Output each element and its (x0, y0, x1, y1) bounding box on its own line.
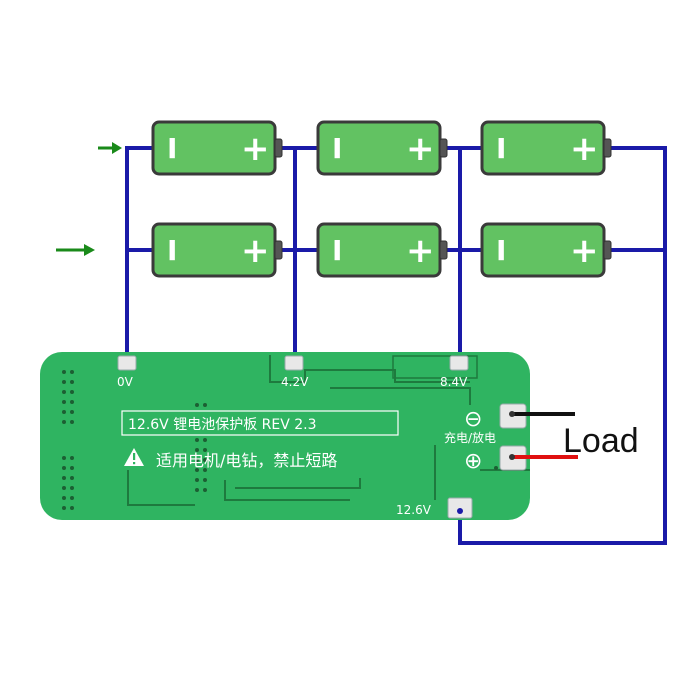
cell-negative-symbol: I (496, 132, 506, 165)
wiring (125, 146, 667, 545)
cell-positive-symbol: + (406, 231, 435, 271)
pcb-trace (330, 387, 471, 405)
board-title: 12.6V 锂电池保护板 REV 2.3 (128, 417, 317, 433)
cell-positive-symbol: + (570, 231, 599, 271)
pcb-body (40, 352, 530, 520)
cell-negative-symbol: I (167, 234, 177, 267)
battery-cell-6: I + (480, 222, 613, 278)
cell-positive-symbol: + (241, 129, 270, 169)
pad-8-4v (449, 355, 469, 371)
cell-positive-symbol: + (570, 129, 599, 169)
cell-negative-symbol: I (167, 132, 177, 165)
arrow-icon (56, 244, 95, 256)
cell-negative-symbol: I (332, 132, 342, 165)
pcb-trace (269, 355, 470, 383)
pcb-trace (224, 480, 350, 501)
title-box (121, 410, 399, 436)
battery-cell-5: I + (316, 222, 449, 278)
pad-label-8-4v: 8.4V (440, 375, 468, 389)
battery-cell-4: I + (151, 222, 284, 278)
wire-right-rail (458, 146, 667, 545)
input-arrows (56, 142, 122, 256)
minus-symbol: ⊖ (464, 407, 482, 432)
pcb-vias (62, 370, 514, 510)
pad-4-2v (284, 355, 304, 371)
load-label: Load (563, 422, 639, 460)
battery-cell-1: I + (151, 120, 284, 176)
protection-board: 0V 4.2V 8.4V 12.6V 锂电池保护板 REV 2.3 适用电机/电… (40, 352, 530, 520)
terminal-screw (509, 454, 515, 460)
pcb-trace (235, 478, 361, 489)
pad-label-4-2v: 4.2V (281, 375, 309, 389)
cell-positive-symbol: + (406, 129, 435, 169)
battery-cell-3: I + (480, 120, 613, 176)
plus-symbol: ⊕ (464, 449, 482, 474)
board-warning: 适用电机/电钻，禁止短路 (156, 451, 337, 470)
pcb-trace (127, 470, 195, 506)
charge-discharge-label: 充电/放电 (444, 430, 496, 445)
pad-label-0v: 0V (117, 375, 134, 389)
cell-negative-symbol: I (496, 234, 506, 267)
battery-cells: I + I + I + I + I + I + (151, 120, 613, 278)
output-voltage-label: 12.6V (396, 503, 432, 517)
terminal-screw (509, 411, 515, 417)
pad-0v (117, 355, 137, 371)
arrow-icon (98, 142, 122, 154)
cell-positive-symbol: + (241, 231, 270, 271)
battery-cell-2: I + (316, 120, 449, 176)
pcb-pad-outline (392, 355, 478, 379)
cell-negative-symbol: I (332, 234, 342, 267)
terminal-screw (457, 508, 463, 514)
warning-icon (124, 448, 144, 466)
